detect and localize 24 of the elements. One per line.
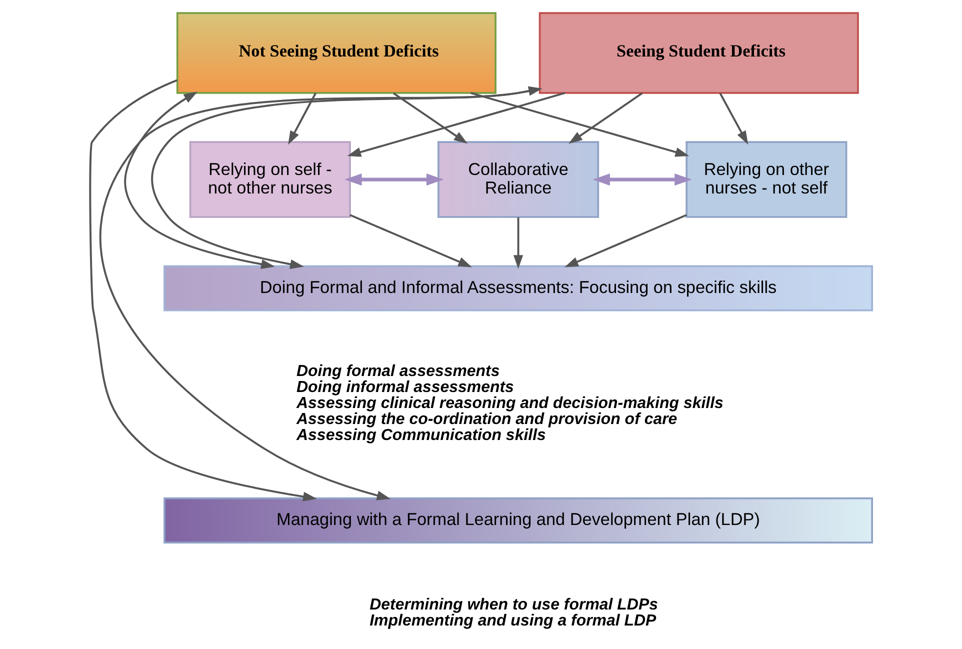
node-label: Doing formal assessments [296, 362, 500, 380]
node-box: Not Seeing Student Deficits [176, 12, 496, 94]
node-box: Relying on other nurses - not self [686, 141, 848, 218]
node-label: Assessing clinical reasoning and decision-making skills [296, 394, 724, 412]
arrow [564, 214, 687, 268]
node-box: Collaborative Reliance [438, 141, 600, 218]
arrow [392, 92, 468, 144]
arrow [100, 88, 540, 500]
arrow [124, 92, 275, 269]
node-box: Seeing Student Deficits [538, 12, 859, 94]
arrow [568, 92, 643, 144]
arrow [719, 92, 748, 145]
arrow [470, 92, 690, 157]
arrow [288, 92, 316, 145]
node-box: Managing with a Formal Learning and Development Plan (LDP) [164, 497, 873, 544]
node-box: Relying on self - not other nurses [189, 141, 351, 218]
arrow [513, 217, 524, 269]
arrow [347, 92, 566, 157]
arrow [350, 214, 472, 268]
node-label: Determining when to use formal LDPs [370, 596, 658, 614]
node-box: Doing Formal and Informal Assessments: Focusing on specific skills [164, 265, 873, 312]
arrow [89, 79, 317, 502]
arrow [592, 174, 692, 186]
arrow [344, 174, 444, 186]
